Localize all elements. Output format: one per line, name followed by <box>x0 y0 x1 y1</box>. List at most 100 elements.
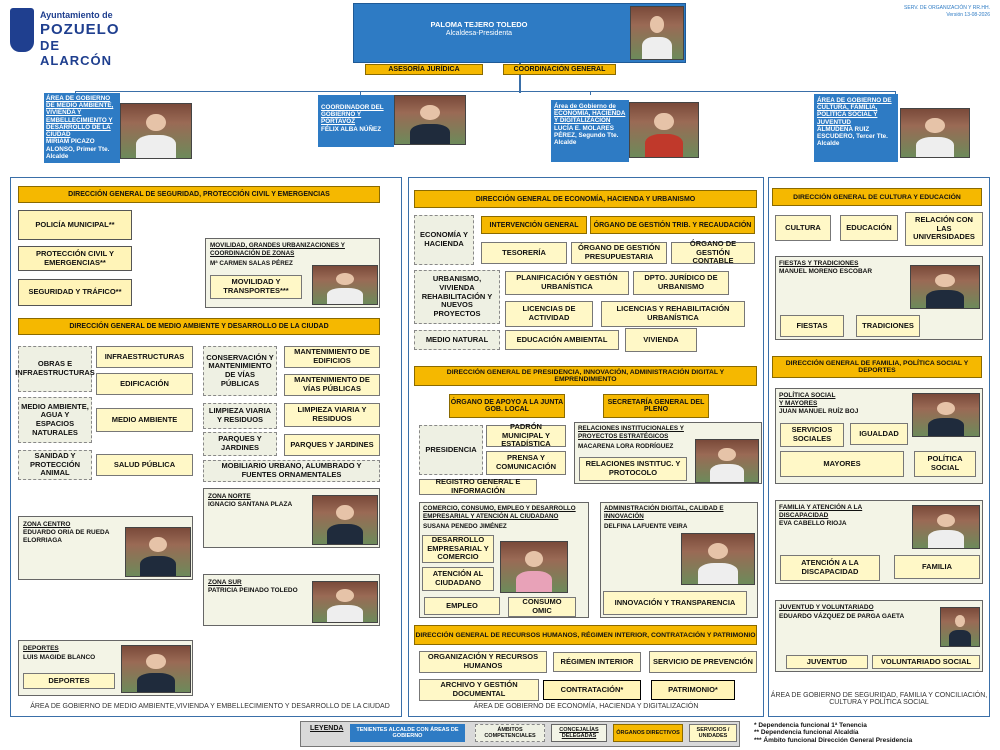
dg-medioambiente: DIRECCIÓN GENERAL DE MEDIO AMBIENTE Y DE… <box>18 318 380 335</box>
intervencion-box: INTERVENCIÓN GENERAL <box>481 216 587 234</box>
area-3-label: Área de Gobierno de ECONOMÍA, HACIENDA Y… <box>551 100 629 162</box>
padron-box: PADRÓN MUNICIPAL Y ESTADÍSTICA <box>486 422 566 448</box>
politica-social-box: POLÍTICA SOCIAL <box>914 451 976 477</box>
juventud-person: EDUARDO VÁZQUEZ DE PARGA GAETA <box>779 613 905 620</box>
administracion-card: ADMINISTRACIÓN DIGITAL, CALIDAD E INNOVA… <box>600 502 758 618</box>
planificacion-box: PLANIFICACIÓN Y GESTIÓN URBANÍSTICA <box>505 271 629 295</box>
zona-centro-card: ZONA CENTRO EDUARDO ORIA DE RUEDA ELORRI… <box>18 516 193 580</box>
zona-sur-title: ZONA SUR <box>208 579 242 586</box>
comercio-title: COMERCIO, CONSUMO, EMPLEO Y DESARROLLO E… <box>423 505 576 520</box>
coordinacion-general-box: COORDINACIÓN GENERAL <box>503 64 616 75</box>
area-1-title: ÁREA DE GOBIERNO DE MEDIO AMBIENTE, VIVI… <box>46 95 114 139</box>
dg-seguridad: DIRECCIÓN GENERAL DE SEGURIDAD, PROTECCI… <box>18 186 380 203</box>
presidencia-box: PRESIDENCIA <box>419 425 483 475</box>
juventud-title: JUVENTUD Y VOLUNTARIADO <box>779 604 874 611</box>
patrimonio-box: PATRIMONIO* <box>651 680 735 700</box>
right-footer: ÁREA DE GOBIERNO DE SEGURIDAD, FAMILIA Y… <box>770 692 988 706</box>
regimen-interior-box: RÉGIMEN INTERIOR <box>553 652 641 672</box>
medio-ambiente-box: MEDIO AMBIENTE <box>96 408 193 432</box>
area-4-header: ÁREA DE GOBIERNO DE CULTURA, FAMILIA, PO… <box>814 94 972 162</box>
universidades-box: RELACIÓN CON LAS UNIVERSIDADES <box>905 212 983 246</box>
org-service-label: SERV. DE ORGANIZACIÓN Y RR.HH. <box>904 5 990 11</box>
zona-sur-person: PATRICIA PEINADO TOLEDO <box>208 587 298 594</box>
limpieza-1-box: LIMPIEZA VIARIA Y RESIDUOS <box>203 403 277 429</box>
comercio-card: COMERCIO, CONSUMO, EMPLEO Y DESARROLLO E… <box>419 502 589 618</box>
zona-centro-person: EDUARDO ORIA DE RUEDA ELORRIAGA <box>23 529 110 544</box>
consumo-box: CONSUMO OMIC <box>508 597 576 617</box>
zona-sur-photo <box>312 581 378 623</box>
area-2-title: COORDINADOR DEL GOBIERNO Y PORTAVOZ <box>321 104 384 126</box>
area-3-title: Área de Gobierno de ECONOMÍA, HACIENDA Y… <box>554 103 626 125</box>
infraestructuras-box: INFRAESTRUCTURAS <box>96 346 193 368</box>
politica-person: JUAN MANUEL RUÍZ BOJ <box>779 408 859 415</box>
fiestas-box: FIESTAS <box>780 315 844 337</box>
relaciones-box: RELACIONES INSTITUC. Y PROTOCOLO <box>579 457 687 481</box>
discapacidad-box: ATENCIÓN A LA DISCAPACIDAD <box>780 555 880 581</box>
deportes-box: DEPORTES <box>23 673 115 689</box>
movilidad-person: Mª CARMEN SALAS PÉREZ <box>210 260 293 267</box>
version-label: Versión 13-08-2026 <box>946 11 990 18</box>
familia-box: FAMILIA <box>894 555 980 579</box>
logo-line2: POZUELO <box>40 21 120 38</box>
archivo-box: ARCHIVO Y GESTIÓN DOCUMENTAL <box>419 679 539 701</box>
tesoreria-box: TESORERÍA <box>481 242 567 264</box>
zona-norte-photo <box>312 495 378 545</box>
organizacion-rrhh-box: ORGANIZACIÓN Y RECURSOS HUMANOS <box>419 651 547 673</box>
zona-norte-person: IGNACIO SANTANA PLAZA <box>208 501 293 508</box>
legend-notes: * Dependencia funcional 1ª Tenencia ** D… <box>754 722 994 744</box>
legend-key-ambitos: ÁMBITOS COMPETENCIALES <box>475 724 545 742</box>
deportes-title: DEPORTES <box>23 645 59 652</box>
area-3-photo <box>629 102 699 158</box>
familia-person: EVA CABELLO RIOJA <box>779 520 847 527</box>
parques-1-box: PARQUES Y JARDINES <box>203 432 277 456</box>
sanidad-box: SANIDAD Y PROTECCIÓN ANIMAL <box>18 450 92 480</box>
dg-economia: DIRECCIÓN GENERAL DE ECONOMÍA, HACIENDA … <box>414 190 757 208</box>
parques-2-box: PARQUES Y JARDINES <box>284 434 380 456</box>
desarrollo-box: DESARROLLO EMPRESARIAL Y COMERCIO <box>422 535 494 563</box>
area-2-header: COORDINADOR DEL GOBIERNO Y PORTAVOZ FÉLI… <box>318 95 468 147</box>
asesoria-juridica-box: ASESORÍA JURÍDICA <box>365 64 483 75</box>
voluntariado-box: VOLUNTARIADO SOCIAL <box>872 655 980 669</box>
juventud-photo <box>940 607 980 647</box>
legend-key-concejalias: CONCEJALÍAS DELEGADAS <box>551 724 607 742</box>
mayor-photo <box>630 6 684 60</box>
relaciones-person: MACARENA LORA RODRÍGUEZ <box>578 443 674 450</box>
movilidad-card: MOVILIDAD, GRANDES URBANIZACIONES Y COOR… <box>205 238 380 308</box>
policia-box: POLICÍA MUNICIPAL** <box>18 210 132 240</box>
area-1-label: ÁREA DE GOBIERNO DE MEDIO AMBIENTE, VIVI… <box>44 93 120 163</box>
dpto-juridico-box: DPTO. JURÍDICO DE URBANISMO <box>633 271 729 295</box>
logo-line3: DE ALARCÓN <box>40 38 112 68</box>
economia-hacienda-box: ECONOMÍA Y HACIENDA <box>414 215 474 265</box>
politica-photo <box>912 393 980 437</box>
movilidad-box: MOVILIDAD Y TRANSPORTES*** <box>210 275 302 299</box>
logo: Ayuntamiento de POZUELO DE ALARCÓN <box>10 6 130 68</box>
prevencion-box: SERVICIO DE PREVENCIÓN <box>649 651 757 673</box>
empleo-box: EMPLEO <box>424 597 500 615</box>
fiestas-title: FIESTAS Y TRADICIONES <box>779 260 859 267</box>
gestion-trib-box: ÓRGANO DE GESTIÓN TRIB. Y RECAUDACIÓN <box>590 216 755 234</box>
contratacion-box: CONTRATACIÓN* <box>543 680 641 700</box>
movilidad-photo <box>312 265 378 305</box>
familia-title: FAMILIA Y ATENCIÓN A LA DISCAPACIDAD <box>779 504 863 519</box>
area-2-person: FÉLIX ALBA NÚÑEZ <box>321 125 382 133</box>
deportes-photo <box>121 645 191 693</box>
area-1-photo <box>120 103 192 159</box>
servicios-sociales-box: SERVICIOS SOCIALES <box>780 423 844 447</box>
area-4-label: ÁREA DE GOBIERNO DE CULTURA, FAMILIA, PO… <box>814 94 898 162</box>
medio-natural-box: MEDIO NATURAL <box>414 330 500 350</box>
fiestas-card: FIESTAS Y TRADICIONES MANUEL MORENO ESCO… <box>775 256 983 340</box>
deportes-person: LUIS MAGIDE BLANCO <box>23 654 96 661</box>
legend-label: LEYENDA <box>310 725 344 732</box>
juventud-card: JUVENTUD Y VOLUNTARIADO EDUARDO VÁZQUEZ … <box>775 600 983 672</box>
familia-card: FAMILIA Y ATENCIÓN A LA DISCAPACIDAD EVA… <box>775 500 983 584</box>
area-1-header: ÁREA DE GOBIERNO DE MEDIO AMBIENTE, VIVI… <box>44 93 192 163</box>
left-footer: ÁREA DE GOBIERNO DE MEDIO AMBIENTE,VIVIE… <box>30 703 390 710</box>
apoyo-junta-box: ÓRGANO DE APOYO A LA JUNTA GOB. LOCAL <box>449 394 565 418</box>
dg-familia: DIRECCIÓN GENERAL DE FAMILIA, POLÍTICA S… <box>772 356 982 378</box>
area-2-label: COORDINADOR DEL GOBIERNO Y PORTAVOZ FÉLI… <box>318 95 394 147</box>
ma-agua-box: MEDIO AMBIENTE, AGUA Y ESPACIOS NATURALE… <box>18 397 92 443</box>
area-1-person: MIRIAM PICAZO ALONSO, Primer Tte. Alcald… <box>46 138 110 160</box>
gestion-pres-box: ÓRGANO DE GESTIÓN PRESUPUESTARIA <box>571 242 667 264</box>
fiestas-person: MANUEL MORENO ESCOBAR <box>779 268 873 275</box>
legend-key-organos: ÓRGANOS DIRECTIVOS <box>613 724 683 742</box>
